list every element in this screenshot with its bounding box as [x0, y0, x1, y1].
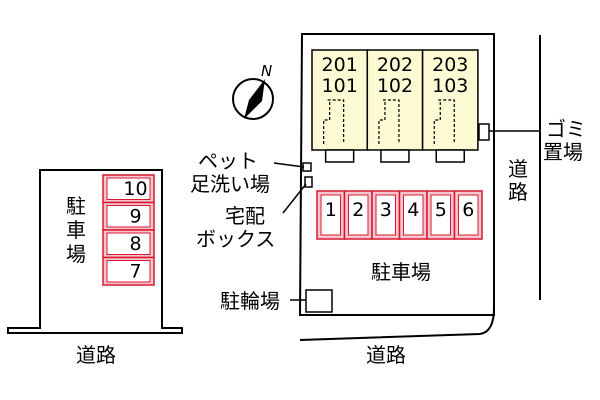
side-parking-stall-inner	[106, 232, 151, 255]
parking-stall-number: 2	[352, 199, 364, 221]
lot-corner-curb	[299, 307, 495, 341]
pet-footwash-label-line1: ペット	[198, 149, 258, 173]
side-parking-stall-number: 7	[129, 261, 141, 283]
side-parking-stall-number: 9	[129, 206, 141, 228]
right-road-label-1: 道	[508, 157, 528, 181]
delivery-box-label-line1: 宅配	[225, 204, 265, 228]
unit-number-upper: 202	[377, 54, 413, 76]
side-parking-stall-inner	[106, 205, 151, 228]
garbage-label-line1: ゴミ	[546, 117, 586, 141]
unit-stair-outline	[323, 99, 345, 146]
parking-stall-number: 1	[325, 199, 337, 221]
pet-footwash-label-line2: 足洗い場	[190, 172, 270, 196]
main-parking-label: 駐車場	[371, 260, 431, 284]
bicycle-parking-label: 駐輪場	[220, 289, 280, 313]
parking-stall-number: 4	[407, 199, 419, 221]
parking-stall-inner	[458, 194, 479, 236]
bicycle-parking-marker	[305, 289, 333, 313]
side-parking-label-1: 駐	[66, 194, 86, 218]
bottom-left-road-label: 道路	[76, 343, 116, 367]
parking-stall-inner	[320, 194, 341, 236]
left-lot-outline	[7, 169, 183, 334]
parking-stall-number: 3	[380, 199, 392, 221]
garbage-area-marker	[478, 123, 490, 141]
right-road-label-2: 路	[508, 180, 528, 204]
delivery-box-marker	[304, 176, 313, 188]
side-parking-stalls: 10 9 8 7	[102, 174, 155, 286]
compass-needle	[244, 79, 265, 119]
pet-footwash-leader	[273, 162, 305, 168]
side-parking-label-2: 車	[66, 218, 86, 242]
unit-number-lower: 101	[322, 75, 358, 97]
unit-entrance-step	[380, 149, 410, 163]
parking-stall-inner	[348, 194, 369, 236]
unit-stair-outline	[433, 99, 455, 146]
delivery-box-leader	[282, 183, 307, 214]
parking-stall-inner	[430, 194, 451, 236]
delivery-box-label-line2: ボックス	[196, 227, 276, 251]
side-parking-stall-number: 10	[123, 178, 147, 200]
parking-stall-inner	[403, 194, 424, 236]
pet-footwash-marker	[302, 162, 312, 172]
unit-number-lower: 102	[377, 75, 413, 97]
garbage-label-line2: 置場	[543, 140, 583, 164]
side-parking-label-3: 場	[66, 242, 86, 266]
side-parking-stall-number: 8	[129, 233, 141, 255]
unit-entrance-step	[435, 149, 465, 163]
parking-stall-inner	[375, 194, 396, 236]
unit-stair-outline	[378, 99, 400, 146]
north-compass: N	[232, 62, 274, 120]
compass-north-label: N	[261, 62, 272, 80]
unit-number-lower: 103	[432, 75, 468, 97]
parking-stall-number: 6	[462, 199, 474, 221]
side-parking-stall-inner	[106, 260, 151, 283]
unit-number-upper: 201	[322, 54, 358, 76]
parking-stall-number: 5	[435, 199, 447, 221]
side-parking-stall-inner	[106, 177, 151, 200]
unit-number-upper: 203	[432, 54, 468, 76]
unit-entrance-step	[324, 149, 355, 163]
bottom-right-road-label: 道路	[366, 343, 406, 367]
